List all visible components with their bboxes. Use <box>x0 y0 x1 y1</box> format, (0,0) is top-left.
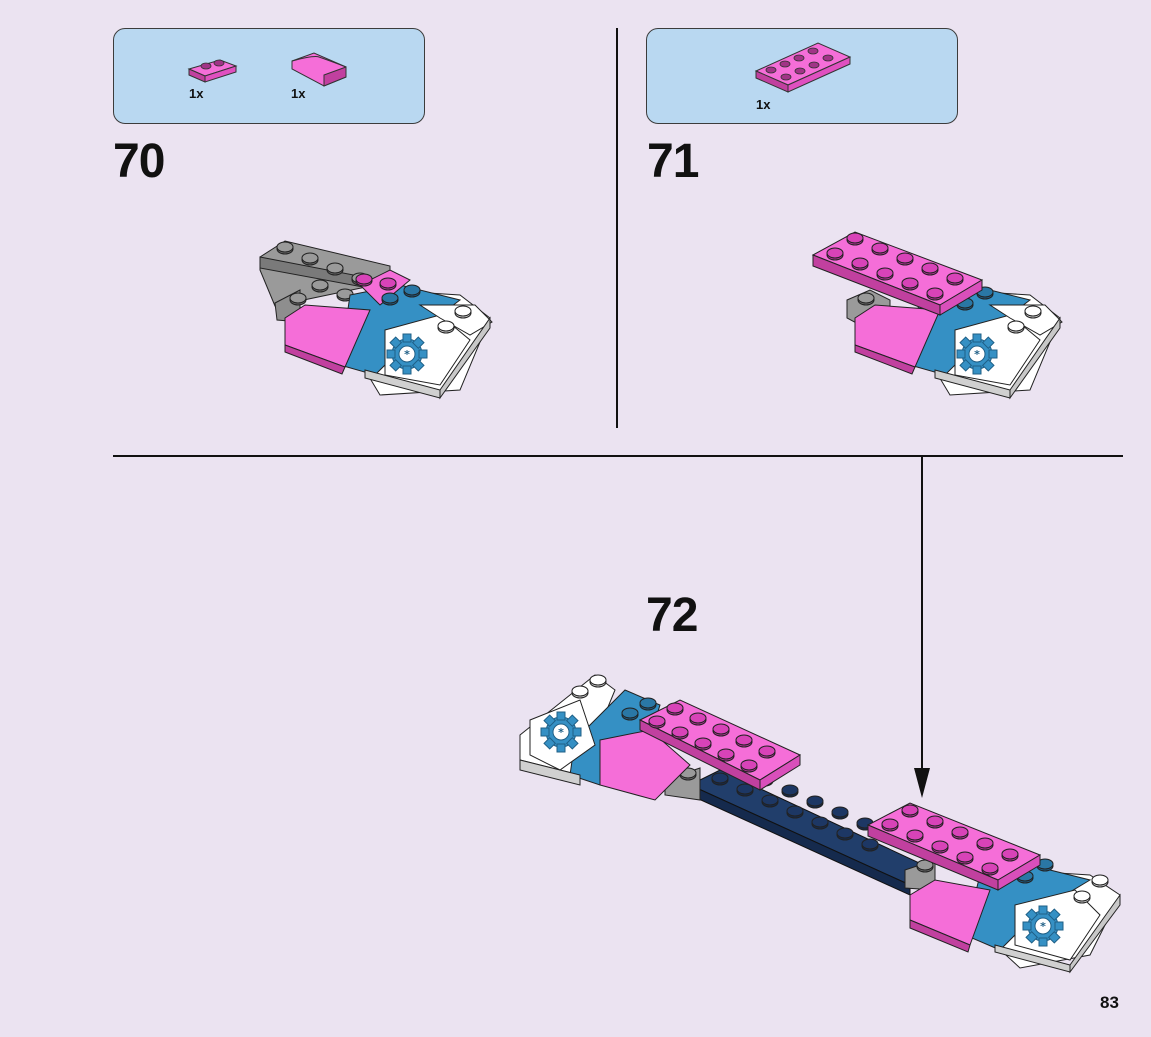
part-qty-step70-2: 1x <box>291 86 306 101</box>
pink-plate-2x4-icon <box>754 42 852 93</box>
parts-box-step-71: 1x <box>646 28 958 124</box>
page-number: 83 <box>1100 993 1119 1012</box>
pink-curved-slope-icon <box>291 52 347 87</box>
part-qty-step70-1: 1x <box>189 86 204 101</box>
pink-plate-1x2-icon <box>187 59 238 83</box>
step-number-72: 72 <box>646 589 698 642</box>
part-qty-step71-1: 1x <box>756 97 771 112</box>
step-number-71: 71 <box>647 135 699 188</box>
parts-icons-step-71 <box>754 42 852 93</box>
parts-box-step-70: 1x 1x <box>113 28 425 124</box>
parts-icons-step-70 <box>187 52 347 87</box>
step-number-70: 70 <box>113 135 165 188</box>
callout-arrow-head <box>914 768 930 798</box>
